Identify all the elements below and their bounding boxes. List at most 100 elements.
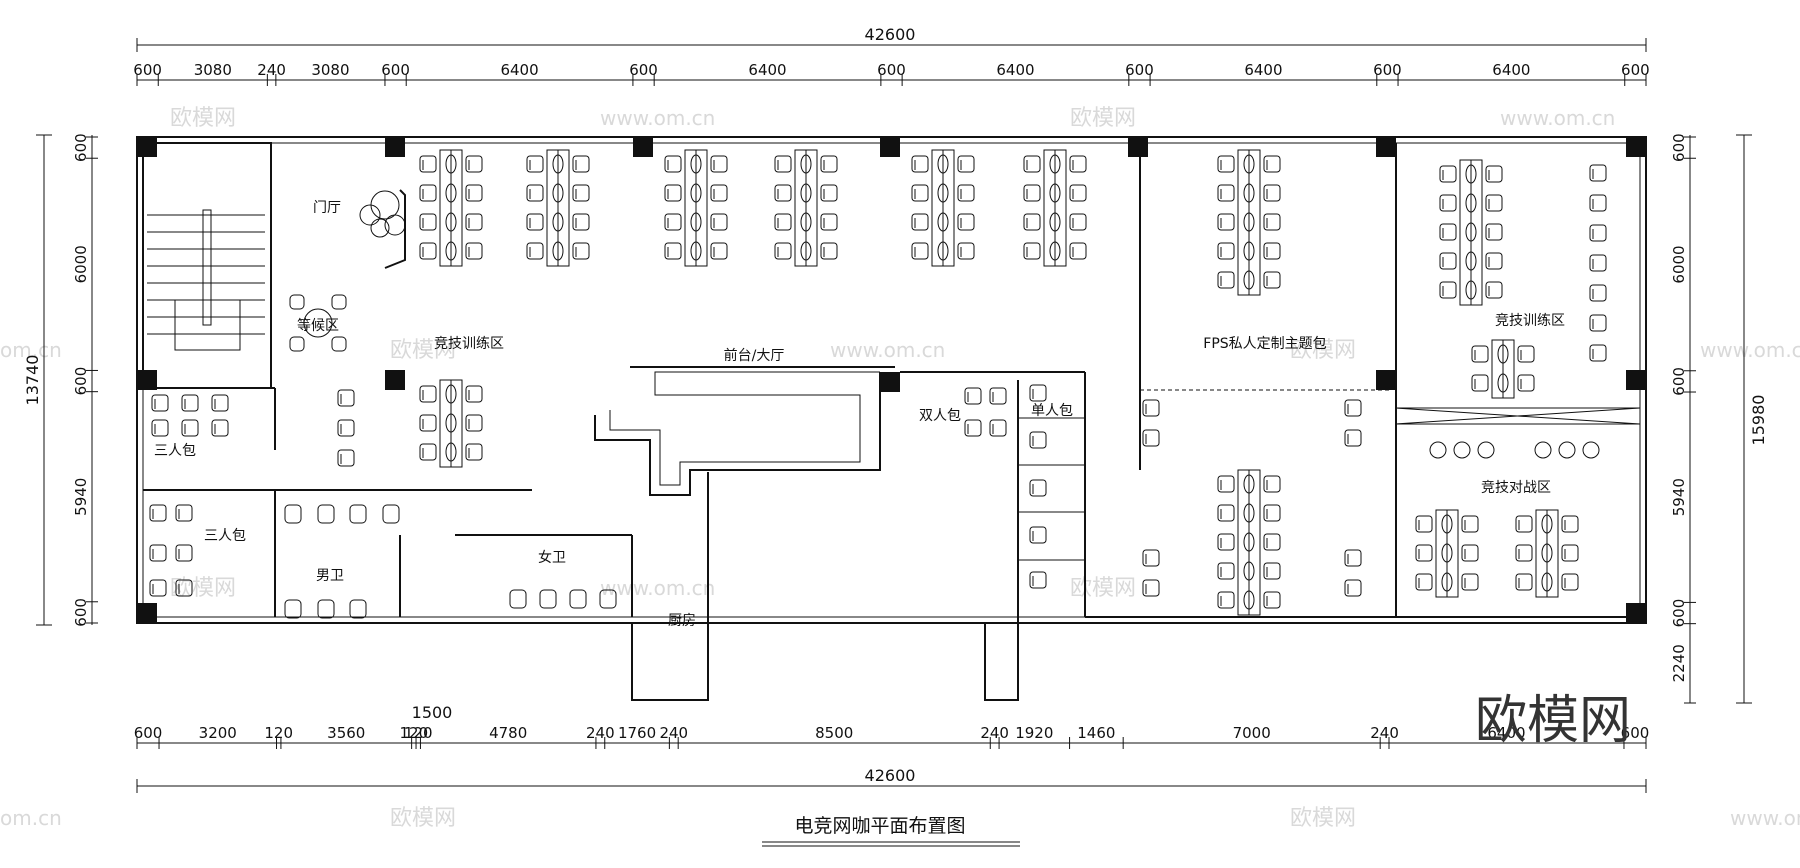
chair-icon (957, 242, 975, 260)
chair-icon (710, 213, 728, 231)
dimension-label: 600 (1670, 133, 1688, 162)
chair-icon (337, 419, 355, 437)
dimension-label: 3560 (327, 724, 365, 742)
dimension-label: 240 (980, 724, 1009, 742)
chair-icon (465, 443, 483, 461)
toilet-icon (382, 504, 400, 524)
chair-icon (1439, 223, 1457, 241)
chair-icon (1069, 213, 1087, 231)
room-men-wc-label: 男卫 (316, 568, 344, 584)
dimension-label: 6000 (72, 245, 90, 283)
toilet-icon (539, 589, 557, 609)
dimension-label: 4780 (489, 724, 527, 742)
room-kitchen-label: 厨房 (668, 613, 696, 629)
chair-icon (151, 419, 169, 437)
dimension-label: 600 (134, 724, 163, 742)
chair-icon (1029, 526, 1047, 544)
chair-icon (572, 184, 590, 202)
chair-icon (465, 184, 483, 202)
chair-icon (989, 387, 1007, 405)
room-triple-2-label: 三人包 (204, 528, 246, 544)
chair-icon (1471, 345, 1489, 363)
chair-icon (1439, 165, 1457, 183)
chair-icon (664, 155, 682, 173)
chair-icon (1263, 242, 1281, 260)
dimension-label: 120 (264, 724, 293, 742)
overall-height-left: 13740 (23, 355, 42, 406)
dimension-label: 6400 (996, 61, 1034, 79)
chair-icon (1517, 345, 1535, 363)
dimension-label: 600 (1621, 61, 1650, 79)
room-training-left-label: 竞技训练区 (434, 335, 504, 352)
watermark-text: 欧模网 (170, 106, 236, 131)
chair-icon (1023, 184, 1041, 202)
dimension-label: 240 (659, 724, 688, 742)
chair-icon (1142, 429, 1160, 447)
room-triple-1-label: 三人包 (154, 443, 196, 459)
toilet-icon (599, 589, 617, 609)
dimension-label: 1460 (1077, 724, 1115, 742)
chair-icon (1415, 544, 1433, 562)
dimension-label: 6000 (1670, 245, 1688, 283)
dimension-label: 3200 (199, 724, 237, 742)
chair-icon (664, 184, 682, 202)
chair-icon (465, 242, 483, 260)
watermark-text: 欧模网 (1290, 806, 1356, 831)
chair-icon (774, 184, 792, 202)
watermark-text: om.cn (0, 806, 62, 830)
dimension-label: 600 (72, 367, 90, 396)
room-single-label: 单人包 (1031, 403, 1073, 419)
dimension-label: 8500 (815, 724, 853, 742)
exterior-walls (136, 136, 1647, 701)
watermark-text: www.om.cn (1500, 106, 1615, 130)
dimension-label: 600 (72, 598, 90, 627)
chair-icon (1069, 242, 1087, 260)
chair-icon (1217, 591, 1235, 609)
chair-icon (1439, 252, 1457, 270)
staircase (147, 209, 265, 351)
dimension-label: 600 (72, 133, 90, 162)
chair-icon (1561, 515, 1579, 533)
chair-icon (957, 155, 975, 173)
chair-icon (337, 389, 355, 407)
chair-icon (337, 449, 355, 467)
chair-icon (989, 419, 1007, 437)
dimension-label: 120 (404, 724, 433, 742)
overall-width-top: 42600 (865, 25, 916, 44)
chair-icon (181, 394, 199, 412)
chair-icon (1217, 242, 1235, 260)
overall-height-right: 15980 (1749, 395, 1768, 446)
dimension-label: 600 (629, 61, 658, 79)
dimension-label: 600 (1670, 367, 1688, 396)
gaming-desk-pod (794, 149, 818, 267)
toilet-icon (317, 599, 335, 619)
chair-icon (1029, 571, 1047, 589)
chair-icon (1217, 533, 1235, 551)
toilet-icon (284, 504, 302, 524)
brand-watermark-logo: 欧模网 (1475, 691, 1631, 751)
chair-icon (1263, 475, 1281, 493)
chair-icon (1023, 213, 1041, 231)
chair-icon (1515, 573, 1533, 591)
chair-icon (1263, 533, 1281, 551)
chair-icon (1589, 224, 1607, 242)
decor (289, 189, 1600, 459)
gaming-desk-pod (1237, 469, 1261, 616)
chair-icon (774, 155, 792, 173)
room-waiting-label: 等候区 (297, 317, 339, 334)
chair-icon (1485, 223, 1503, 241)
chair-icon (1589, 194, 1607, 212)
dimension-label: 600 (1670, 599, 1688, 628)
dimension-label: 6400 (1492, 61, 1530, 79)
gaming-desk-pod (1435, 509, 1459, 598)
watermark-text: www.om.cn (1700, 338, 1800, 362)
chair-icon (1344, 429, 1362, 447)
chair-icon (964, 387, 982, 405)
watermark-text: 欧模网 (1070, 576, 1136, 601)
dimension-label: 1500 (412, 703, 453, 722)
gaming-desk-pod (1459, 159, 1483, 306)
chair-icon (1023, 155, 1041, 173)
chair-icon (1029, 384, 1047, 402)
